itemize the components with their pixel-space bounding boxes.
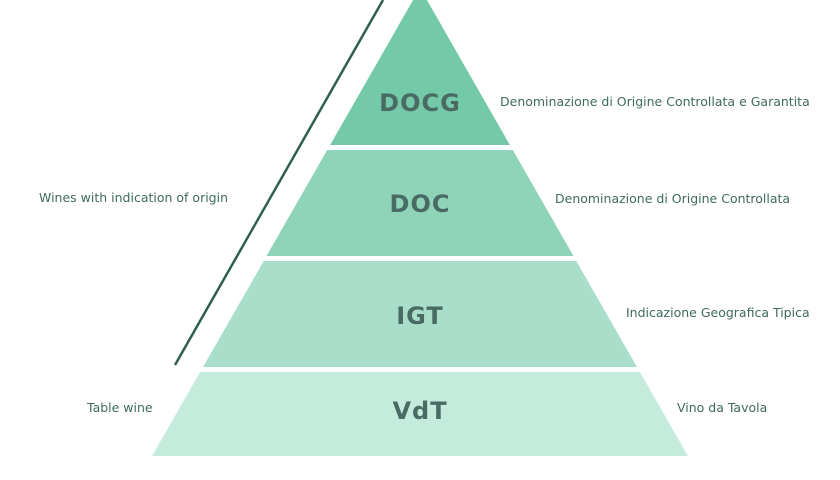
tier-description-igt: Indicazione Geografica Tipica (626, 305, 810, 320)
tier-description-doc: Denominazione di Origine Controllata (555, 191, 791, 206)
tier-name-igt: IGT (396, 302, 444, 330)
tier-description-vdt: Vino da Tavola (677, 400, 768, 415)
origin-group-label: Wines with indication of origin (39, 190, 229, 205)
pyramid-tier-docg (330, 0, 510, 145)
origin-bracket-line (173, 0, 385, 366)
tier-name-docg: DOCG (379, 89, 461, 117)
pyramid-tier-doc (266, 150, 574, 256)
tier-name-doc: DOC (390, 190, 451, 218)
pyramid-tier-vdt (152, 372, 688, 456)
pyramid-tier-igt (203, 261, 637, 367)
tier-name-vdt: VdT (392, 397, 447, 425)
table-wine-group-label: Table wine (87, 400, 153, 415)
tier-description-docg: Denominazione di Origine Controllata e G… (500, 94, 810, 109)
